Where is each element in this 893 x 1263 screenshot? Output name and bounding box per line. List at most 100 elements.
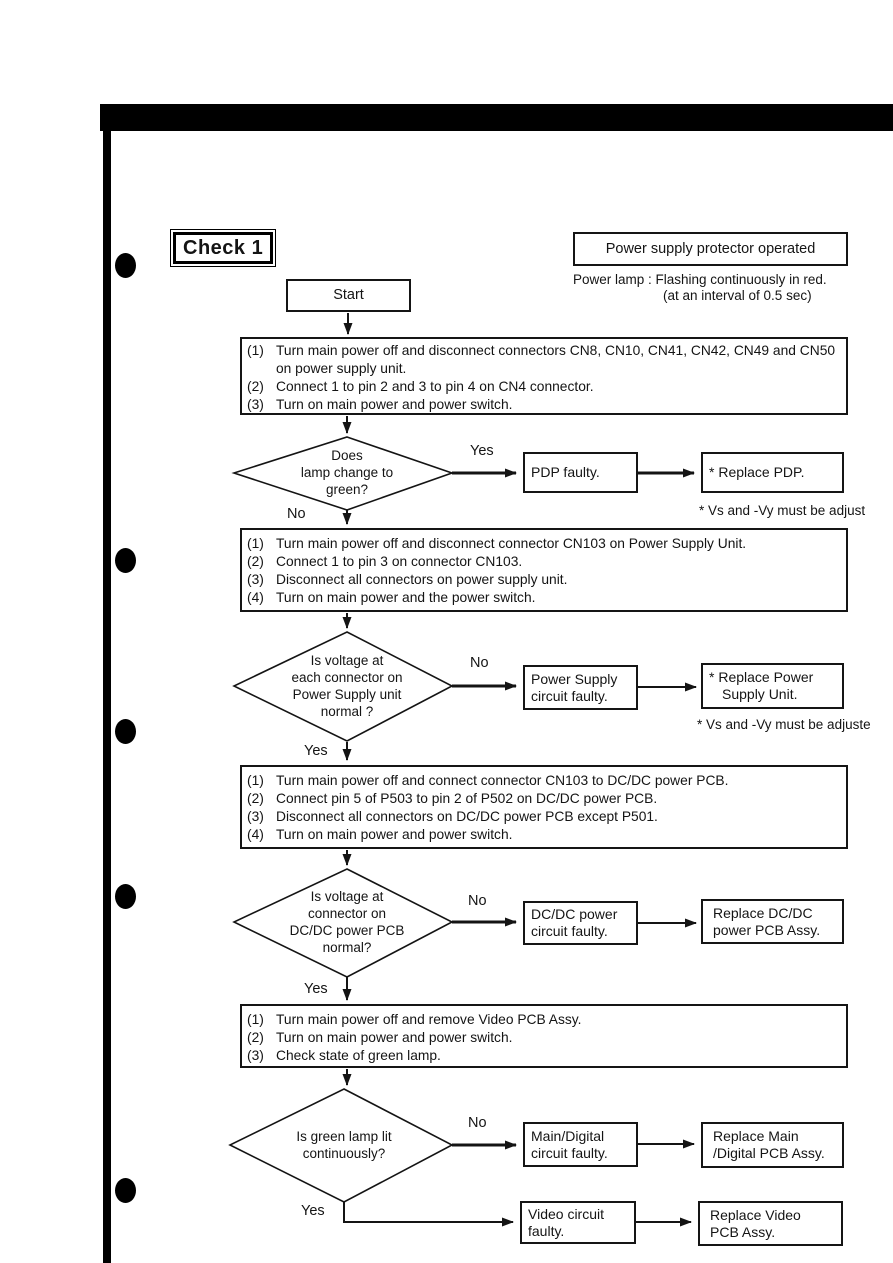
decision1-diamond bbox=[231, 436, 455, 511]
scan-left-edge bbox=[103, 126, 111, 1263]
step-number: (1) bbox=[247, 1012, 264, 1027]
step-number: (1) bbox=[247, 343, 264, 358]
step-text: Connect pin 5 of P503 to pin 2 of P502 o… bbox=[276, 791, 658, 806]
process-box-4: (1) Turn main power off and remove Video… bbox=[240, 1004, 848, 1068]
process-step: (2) Turn on main power and power switch. bbox=[247, 1029, 842, 1047]
process-step: (3) Disconnect all connectors on DC/DC p… bbox=[247, 808, 842, 826]
decision1-no-label: No bbox=[287, 506, 306, 522]
caption-line2: (at an interval of 0.5 sec) bbox=[663, 287, 812, 303]
action-box-5: Replace Video PCB Assy. bbox=[698, 1201, 843, 1246]
step-text: Turn on main power and power switch. bbox=[276, 1030, 513, 1045]
step-number: (4) bbox=[247, 827, 264, 842]
action-box-2: * Replace Power Supply Unit. bbox=[701, 663, 844, 709]
step-number: (1) bbox=[247, 773, 264, 788]
step-number: (3) bbox=[247, 1048, 264, 1063]
step-number: (2) bbox=[247, 379, 264, 394]
binder-hole bbox=[115, 719, 136, 744]
decision2-no-label: No bbox=[470, 655, 489, 671]
step-text: Connect 1 to pin 3 on connector CN103. bbox=[276, 554, 523, 569]
decision2-question: Is voltage at each connector on Power Su… bbox=[291, 653, 403, 719]
action-text: Replace DC/DC power PCB Assy. bbox=[713, 904, 821, 938]
decision4-diamond bbox=[228, 1088, 454, 1203]
step-text: Turn main power off and connect connecto… bbox=[276, 773, 729, 788]
process-box-3: (1) Turn main power off and connect conn… bbox=[240, 765, 848, 849]
process-step: (3) Check state of green lamp. bbox=[247, 1047, 842, 1065]
decision4-question: Is green lamp lit continuously? bbox=[296, 1129, 392, 1161]
step-number: (2) bbox=[247, 554, 264, 569]
step-number: (4) bbox=[247, 590, 264, 605]
decision3-no-label: No bbox=[468, 893, 487, 909]
start-node: Start bbox=[286, 279, 411, 312]
adjust-note-1: * Vs and -Vy must be adjust bbox=[699, 503, 866, 518]
binder-hole bbox=[115, 884, 136, 909]
process-step: (1) Turn main power off and disconnect c… bbox=[247, 342, 842, 378]
decision4-no-label: No bbox=[468, 1115, 487, 1131]
cause-text: PDP faulty. bbox=[531, 464, 600, 480]
step-text: Turn main power off and disconnect conne… bbox=[276, 343, 836, 376]
step-text: Connect 1 to pin 2 and 3 to pin 4 on CN4… bbox=[276, 379, 594, 394]
check1-label: Check 1 bbox=[173, 232, 274, 264]
process-step: (2) Connect 1 to pin 2 and 3 to pin 4 on… bbox=[247, 378, 842, 396]
action-box-4: Replace Main /Digital PCB Assy. bbox=[701, 1122, 844, 1168]
process-step: (3) Turn on main power and power switch. bbox=[247, 396, 842, 413]
process-step: (2) Connect 1 to pin 3 on connector CN10… bbox=[247, 553, 842, 571]
step-number: (3) bbox=[247, 809, 264, 824]
step-number: (3) bbox=[247, 397, 264, 412]
scan-top-bar bbox=[100, 104, 893, 131]
step-text: Disconnect all connectors on DC/DC power… bbox=[276, 809, 658, 824]
process-step: (4) Turn on main power and the power swi… bbox=[247, 589, 842, 607]
process-box-2: (1) Turn main power off and disconnect c… bbox=[240, 528, 848, 612]
step-text: Turn on main power and the power switch. bbox=[276, 590, 536, 605]
cause-text: Power Supply circuit faulty. bbox=[531, 670, 618, 704]
decision1-question: Does lamp change to green? bbox=[300, 448, 394, 497]
action-text: * Replace Power Supply Unit. bbox=[709, 669, 814, 702]
decision2-yes-label: Yes bbox=[304, 743, 328, 759]
decision4-yes-label: Yes bbox=[301, 1203, 325, 1219]
action-text: * Replace PDP. bbox=[709, 464, 805, 480]
cause-text: Video circuit faulty. bbox=[528, 1205, 605, 1239]
condition-caption: Power lamp : Flashing continuously in re… bbox=[573, 272, 853, 303]
cause-box-4: Main/Digital circuit faulty. bbox=[523, 1122, 638, 1167]
cause-text: DC/DC power circuit faulty. bbox=[531, 906, 618, 939]
start-label: Start bbox=[333, 287, 364, 303]
decision1-yes-label: Yes bbox=[470, 443, 494, 459]
step-text: Turn main power off and remove Video PCB… bbox=[276, 1012, 582, 1027]
decision2-diamond bbox=[232, 631, 454, 742]
binder-hole bbox=[115, 253, 136, 278]
cause-text: Main/Digital circuit faulty. bbox=[531, 1127, 608, 1161]
process-step: (1) Turn main power off and connect conn… bbox=[247, 772, 842, 790]
step-text: Turn main power off and disconnect conne… bbox=[276, 536, 747, 551]
step-text: Turn on main power and power switch. bbox=[276, 827, 513, 842]
step-text: Check state of green lamp. bbox=[276, 1048, 441, 1063]
process-step: (1) Turn main power off and disconnect c… bbox=[247, 535, 842, 553]
process-step: (4) Turn on main power and power switch. bbox=[247, 826, 842, 844]
action-text: Replace Main /Digital PCB Assy. bbox=[713, 1128, 825, 1161]
cause-box-3: DC/DC power circuit faulty. bbox=[523, 901, 638, 945]
process-box-1: (1) Turn main power off and disconnect c… bbox=[240, 337, 848, 415]
decision3-yes-label: Yes bbox=[304, 981, 328, 997]
caption-line1: Power lamp : Flashing continuously in re… bbox=[573, 272, 827, 287]
action-box-3: Replace DC/DC power PCB Assy. bbox=[701, 899, 844, 944]
step-text: Turn on main power and power switch. bbox=[276, 397, 513, 412]
step-number: (2) bbox=[247, 791, 264, 806]
process-step: (2) Connect pin 5 of P503 to pin 2 of P5… bbox=[247, 790, 842, 808]
decision3-diamond bbox=[232, 868, 454, 978]
check1-label-box: Check 1 bbox=[170, 229, 277, 267]
arrow-yes4-to-video-box bbox=[343, 1202, 514, 1227]
binder-hole bbox=[115, 1178, 136, 1203]
condition-text: Power supply protector operated bbox=[605, 241, 816, 257]
decision3-question: Is voltage at connector on DC/DC power P… bbox=[289, 889, 405, 955]
adjust-note-2: * Vs and -Vy must be adjuste bbox=[697, 717, 871, 732]
binder-hole bbox=[115, 548, 136, 573]
action-text: Replace Video PCB Assy. bbox=[710, 1206, 801, 1240]
process-step: (3) Disconnect all connectors on power s… bbox=[247, 571, 842, 589]
cause-box-2: Power Supply circuit faulty. bbox=[523, 665, 638, 710]
step-number: (2) bbox=[247, 1030, 264, 1045]
action-box-1: * Replace PDP. bbox=[701, 452, 844, 493]
cause-box-5: Video circuit faulty. bbox=[520, 1201, 636, 1244]
step-number: (1) bbox=[247, 536, 264, 551]
cause-box-1: PDP faulty. bbox=[523, 452, 638, 493]
condition-box: Power supply protector operated bbox=[573, 232, 848, 266]
